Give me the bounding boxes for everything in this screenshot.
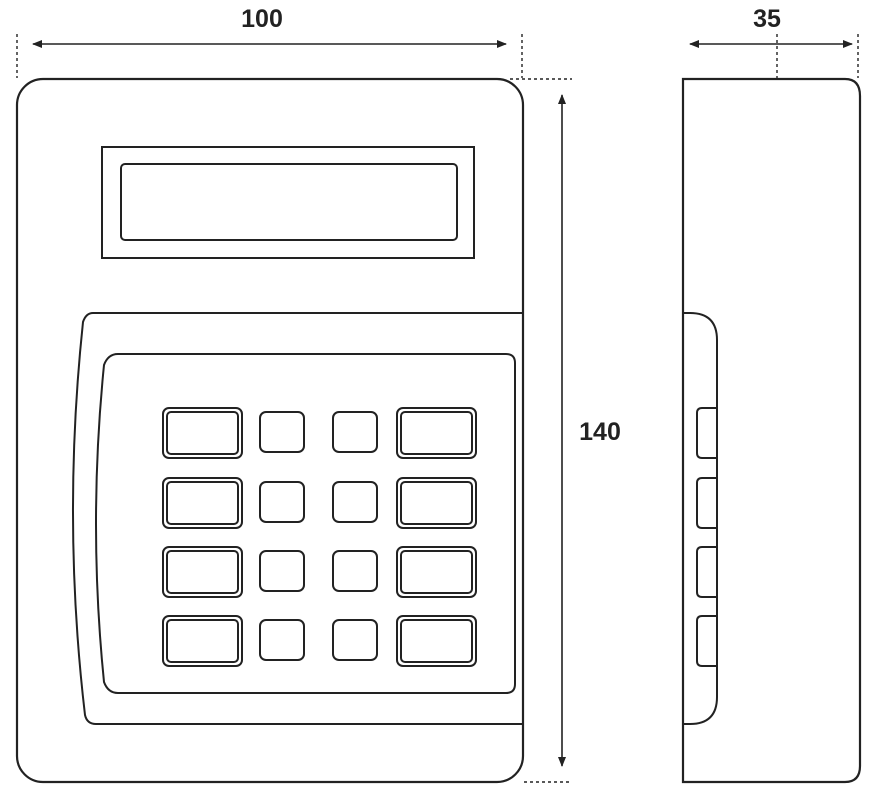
width-dimension: 100 <box>16 5 523 78</box>
keypad-area <box>72 312 523 725</box>
depth-dimension: 35 <box>689 5 859 78</box>
side-key-profiles <box>696 407 717 667</box>
keypad-button-face <box>400 411 473 455</box>
keypad-button-face <box>166 550 239 594</box>
side-keypad-bezel <box>683 312 718 725</box>
keypad-button <box>332 411 378 453</box>
height-dimension: 140 <box>510 78 621 783</box>
keypad-button-face <box>166 481 239 525</box>
keypad-button <box>259 481 305 523</box>
keypad-button-face <box>166 411 239 455</box>
side-housing <box>681 77 862 784</box>
keypad-bezel-inner <box>95 353 516 694</box>
keypad-button-face <box>400 619 473 663</box>
keypad-button <box>259 550 305 592</box>
keypad-button <box>332 481 378 523</box>
side-key-profile <box>696 407 717 459</box>
depth-label: 35 <box>753 5 781 33</box>
height-label: 140 <box>579 418 621 446</box>
display-bezel <box>101 146 475 259</box>
side-key-profile <box>696 546 717 598</box>
front-view <box>15 77 525 784</box>
keypad-bezel-outer <box>72 312 523 725</box>
keypad-button-face <box>400 550 473 594</box>
keypad-button <box>332 619 378 661</box>
keypad-button <box>259 619 305 661</box>
width-label: 100 <box>241 5 283 33</box>
side-view <box>681 77 862 784</box>
keypad-button-face <box>166 619 239 663</box>
lcd-display <box>101 146 475 259</box>
side-key-profile <box>696 615 717 667</box>
keypad-button <box>332 550 378 592</box>
display-screen <box>120 163 458 241</box>
keypad-buttons <box>162 407 477 667</box>
keypad-button-face <box>400 481 473 525</box>
side-key-profile <box>696 477 717 529</box>
keypad-button <box>259 411 305 453</box>
